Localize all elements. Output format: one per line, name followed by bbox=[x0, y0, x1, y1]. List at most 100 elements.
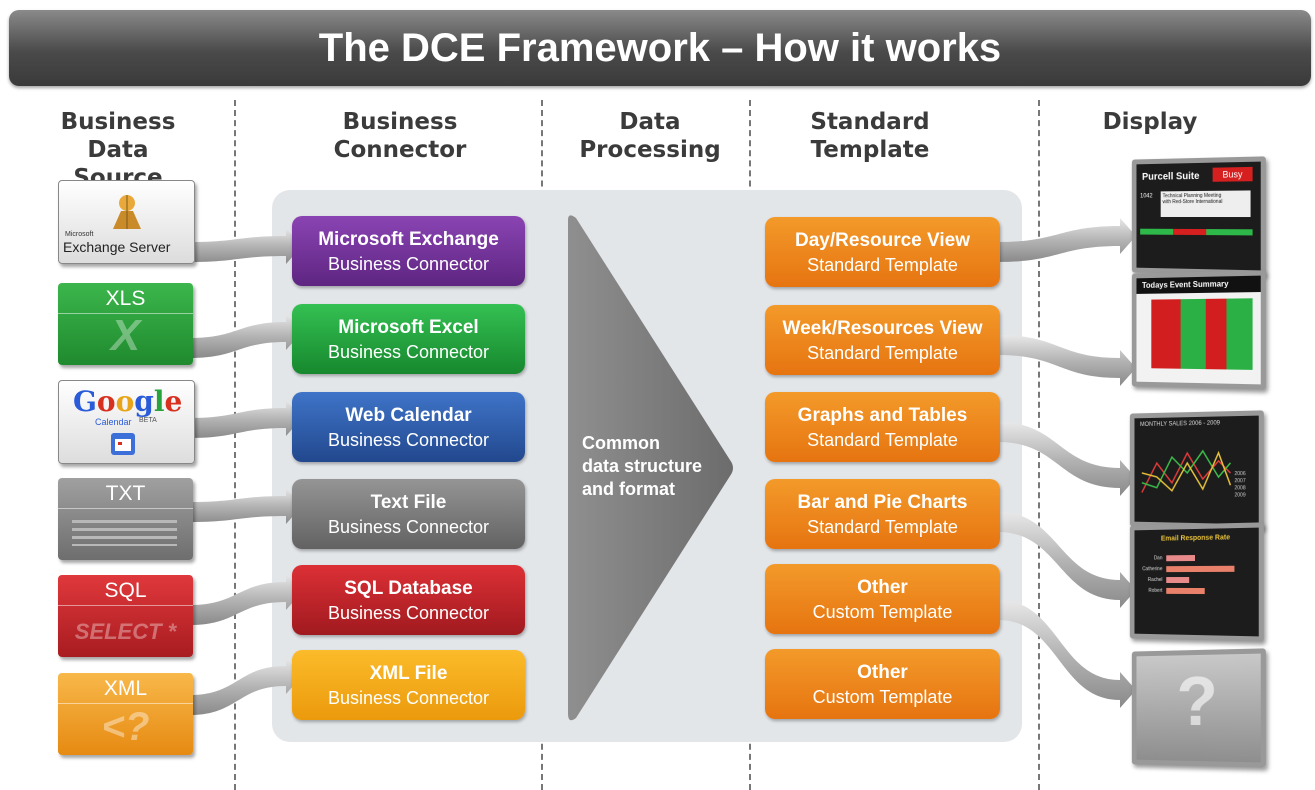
display-unknown: ? bbox=[1132, 648, 1266, 767]
display-title: Todays Event Summary bbox=[1136, 275, 1265, 293]
template-to-display-arrow bbox=[998, 335, 1136, 386]
template-title: Week/Resources View bbox=[765, 318, 1000, 340]
template-to-display-arrow bbox=[998, 218, 1136, 262]
connector-title: SQL Database bbox=[292, 578, 525, 600]
display-brand: Purcell Suite bbox=[1142, 171, 1199, 183]
separator bbox=[58, 703, 193, 704]
template-week-resources: Week/Resources View Standard Template bbox=[765, 305, 1000, 375]
bar-name: Dan bbox=[1138, 553, 1162, 564]
template-to-display-arrow bbox=[998, 512, 1136, 608]
template-title: Day/Resource View bbox=[765, 230, 1000, 252]
xls-label: XLS bbox=[58, 287, 193, 311]
text-lines-icon bbox=[72, 520, 177, 546]
connector-sql-database: SQL Database Business Connector bbox=[292, 565, 525, 635]
template-subtitle: Custom Template bbox=[765, 687, 1000, 708]
connector-subtitle: Business Connector bbox=[292, 430, 525, 451]
source-to-connector-arrow bbox=[190, 574, 302, 625]
legend-item: 2009 bbox=[1234, 492, 1245, 499]
source-txt: TXT bbox=[58, 478, 193, 560]
source-sql: SQL SELECT * bbox=[58, 575, 193, 657]
template-title: Graphs and Tables bbox=[765, 405, 1000, 427]
exchange-small-label: Microsoft bbox=[65, 231, 93, 238]
template-bar-pie: Bar and Pie Charts Standard Template bbox=[765, 479, 1000, 549]
status-strip bbox=[1140, 229, 1252, 236]
template-other-2: Other Custom Template bbox=[765, 649, 1000, 719]
connector-title: Microsoft Exchange bbox=[292, 229, 525, 251]
separator bbox=[58, 508, 193, 509]
connector-subtitle: Business Connector bbox=[292, 688, 525, 709]
display-graph: MONTHLY SALES 2006 - 2009 2006 2007 2008… bbox=[1130, 410, 1264, 529]
google-logo: Google bbox=[73, 385, 182, 418]
connector-title: Microsoft Excel bbox=[292, 317, 525, 339]
bar bbox=[1166, 555, 1195, 561]
exchange-label: Exchange Server bbox=[63, 239, 170, 255]
connector-excel: Microsoft Excel Business Connector bbox=[292, 304, 525, 374]
source-to-connector-arrow bbox=[190, 228, 302, 264]
sql-select-glyph: SELECT * bbox=[58, 619, 193, 645]
source-to-connector-arrow bbox=[190, 488, 302, 524]
bar-name: Robert bbox=[1138, 586, 1162, 597]
connector-exchange: Microsoft Exchange Business Connector bbox=[292, 216, 525, 286]
source-exchange: Microsoft Exchange Server bbox=[58, 180, 195, 264]
template-subtitle: Standard Template bbox=[765, 517, 1000, 538]
template-other-1: Other Custom Template bbox=[765, 564, 1000, 634]
connector-subtitle: Business Connector bbox=[292, 254, 525, 275]
resource-grid bbox=[1151, 298, 1252, 370]
connector-subtitle: Business Connector bbox=[292, 342, 525, 363]
bar bbox=[1166, 588, 1205, 594]
connector-text-file: Text File Business Connector bbox=[292, 479, 525, 549]
excel-x-icon: X bbox=[58, 311, 193, 361]
template-to-display-arrow bbox=[998, 600, 1136, 708]
calendar-icon bbox=[109, 429, 139, 457]
xml-tag-glyph: <? bbox=[58, 705, 193, 750]
template-title: Other bbox=[765, 577, 1000, 599]
sql-label: SQL bbox=[58, 579, 193, 603]
question-mark-icon: ? bbox=[1136, 660, 1260, 742]
connector-title: Web Calendar bbox=[292, 405, 525, 427]
google-beta-label: BETA bbox=[139, 417, 157, 424]
separator bbox=[58, 605, 193, 606]
display-bar-chart: Email Response Rate Dan Catherine Rachel… bbox=[1130, 522, 1264, 641]
display-day-view: Purcell Suite Busy 1042 Technical Planni… bbox=[1132, 156, 1266, 275]
meeting-card: Technical Planning Meeting with Red-Stor… bbox=[1161, 190, 1251, 217]
source-xls: XLS X bbox=[58, 283, 193, 365]
template-subtitle: Standard Template bbox=[765, 343, 1000, 364]
template-to-display-arrow bbox=[998, 422, 1136, 496]
template-subtitle: Custom Template bbox=[765, 602, 1000, 623]
txt-label: TXT bbox=[58, 482, 193, 506]
legend-item: 2007 bbox=[1234, 478, 1245, 485]
template-title: Other bbox=[765, 662, 1000, 684]
exchange-logo-icon bbox=[107, 189, 147, 231]
template-day-resource: Day/Resource View Standard Template bbox=[765, 217, 1000, 287]
source-google: Google Calendar BETA bbox=[58, 380, 195, 464]
source-to-connector-arrow bbox=[190, 400, 302, 438]
google-sub-label: Calendar bbox=[95, 417, 132, 427]
connector-xml-file: XML File Business Connector bbox=[292, 650, 525, 720]
connector-subtitle: Business Connector bbox=[292, 517, 525, 538]
connector-web-calendar: Web Calendar Business Connector bbox=[292, 392, 525, 462]
display-time: 1042 bbox=[1140, 193, 1152, 199]
display-title: MONTHLY SALES 2006 - 2009 bbox=[1140, 420, 1220, 427]
display-week-view: Todays Event Summary bbox=[1132, 270, 1266, 389]
xml-label: XML bbox=[58, 677, 193, 701]
meeting-line: with Red-Store International bbox=[1163, 199, 1249, 206]
legend-item: 2008 bbox=[1234, 485, 1245, 492]
bar-name: Rachel bbox=[1138, 575, 1162, 586]
connector-title: XML File bbox=[292, 663, 525, 685]
graph-legend: 2006 2007 2008 2009 bbox=[1234, 471, 1245, 500]
bar bbox=[1166, 566, 1234, 572]
template-subtitle: Standard Template bbox=[765, 430, 1000, 451]
busy-badge: Busy bbox=[1213, 167, 1253, 182]
display-title: Email Response Rate bbox=[1134, 534, 1258, 543]
bar-name: Catherine bbox=[1138, 564, 1162, 575]
connector-title: Text File bbox=[292, 492, 525, 514]
template-title: Bar and Pie Charts bbox=[765, 492, 1000, 514]
bar-names: Dan Catherine Rachel Robert bbox=[1138, 553, 1162, 596]
line-graph-icon bbox=[1138, 432, 1234, 511]
legend-item: 2006 bbox=[1234, 471, 1245, 478]
connector-subtitle: Business Connector bbox=[292, 603, 525, 624]
source-xml: XML <? bbox=[58, 673, 193, 755]
template-graphs-tables: Graphs and Tables Standard Template bbox=[765, 392, 1000, 462]
source-to-connector-arrow bbox=[190, 658, 302, 715]
